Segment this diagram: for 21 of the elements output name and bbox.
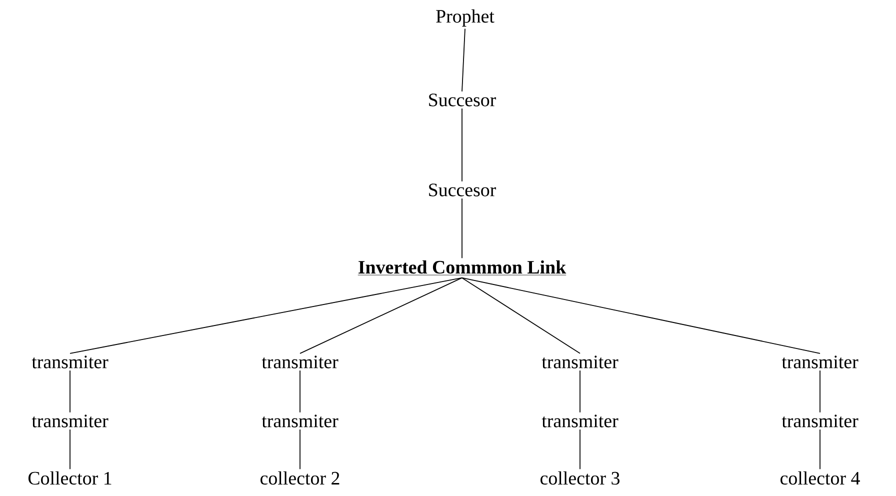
connector-line (70, 277, 462, 354)
node-text: Succesor (429, 94, 496, 106)
node-text: transmiter (32, 356, 108, 368)
connector-line (462, 277, 580, 354)
connector-line (462, 28, 466, 92)
node-text: transmiter (782, 356, 858, 368)
connector-line (462, 277, 820, 354)
node-text: transmiter (262, 356, 338, 368)
heading-text: Inverted Commmon Link (358, 260, 566, 276)
node-text: Prophet (436, 9, 494, 27)
node-text: collector 4 (780, 471, 860, 485)
node-text: collector 3 (540, 471, 620, 485)
connector-line (300, 277, 462, 354)
node-text: transmiter (542, 414, 618, 428)
node-text: transmiter (542, 356, 618, 368)
node-text: Succesor (429, 184, 496, 196)
node-text: Collector 1 (28, 471, 112, 485)
node-text: transmiter (782, 414, 858, 428)
node-text: collector 2 (260, 471, 340, 485)
node-text: transmiter (262, 414, 338, 428)
node-text: transmiter (32, 414, 108, 428)
